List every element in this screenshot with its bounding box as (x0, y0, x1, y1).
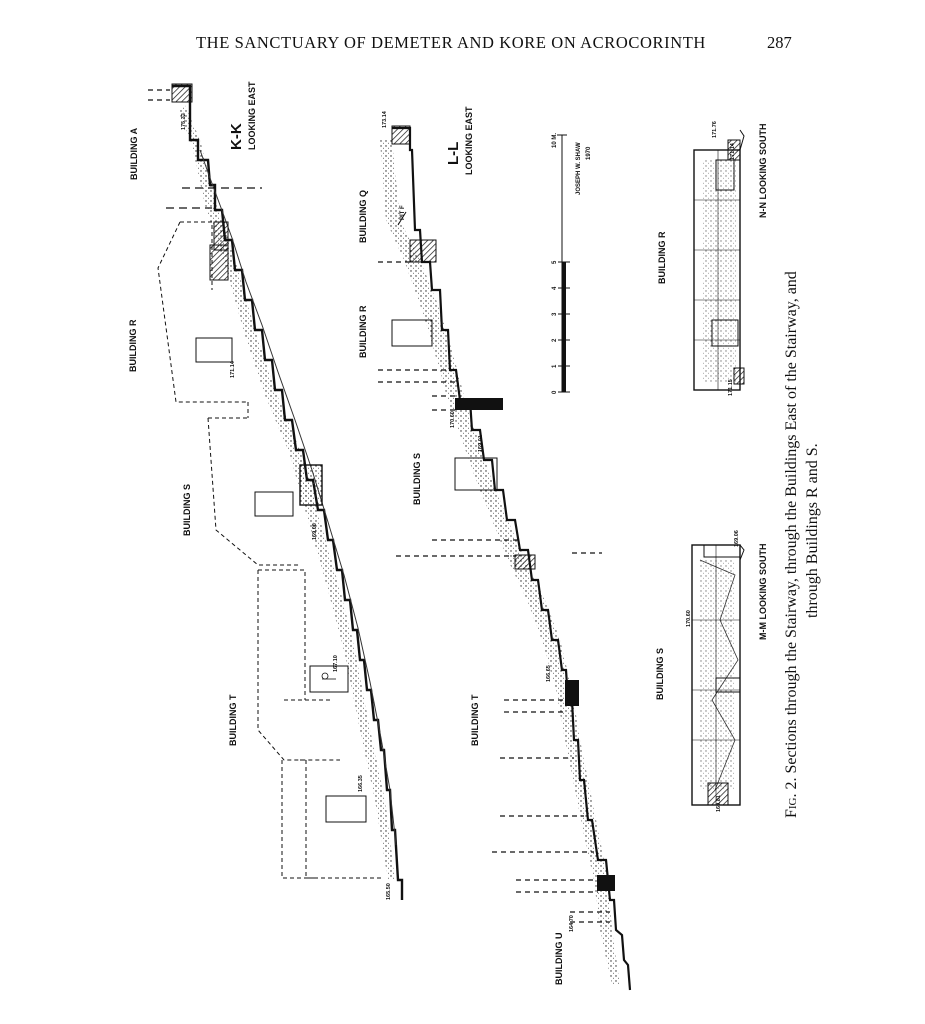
scale-tick-label: 2 (552, 338, 558, 342)
ll-building-s-label: BUILDING S (412, 453, 422, 505)
kk-mark-text: K-K (228, 123, 245, 150)
pit-f-label: PIT F (400, 205, 406, 220)
elev-kk-166: 166.35 (358, 775, 364, 792)
ll-building-t-label: BUILDING T (470, 694, 480, 746)
running-title: THE SANCTUARY OF DEMETER AND KORE ON ACR… (196, 33, 706, 52)
scale-end-label: 10 M. (552, 133, 558, 148)
mm-section-label: M-M LOOKING SOUTH (758, 544, 768, 641)
kk-building-a-label: BUILDING A (129, 127, 139, 180)
scale-tick-label: 5 (552, 260, 558, 264)
kk-mark: K-K LOOKING EAST (228, 81, 257, 150)
elev-nn-top: 171.76 (712, 121, 718, 138)
elev-ll-top: 173.14 (382, 110, 388, 128)
running-head: THE SANCTUARY OF DEMETER AND KORE ON ACR… (0, 33, 925, 57)
kk-direction-text: LOOKING EAST (247, 81, 257, 150)
ll-direction-text: LOOKING EAST (464, 106, 474, 175)
elev-kk-top: 175.32 (181, 113, 187, 130)
elev-ll-169: 169.01 (478, 435, 484, 452)
kk-building-t-label: BUILDING T (228, 694, 238, 746)
elev-kk-171: 171.14 (230, 360, 236, 378)
section-ll (378, 125, 632, 991)
mm-building-s-label: BUILDING S (655, 648, 665, 700)
scale-bar-solid (562, 262, 566, 392)
elev-kk-167: 167.10 (333, 655, 339, 672)
page-number: 287 (767, 33, 792, 52)
elev-mm-bottom: 169.81 (716, 795, 722, 812)
elev-mm-top: 169.06 (734, 530, 740, 547)
elev-kk-bottom: 165.50 (386, 883, 392, 900)
ll-mark: L-L LOOKING EAST (445, 106, 474, 175)
nn-section-label: N-N LOOKING SOUTH (758, 124, 768, 219)
ll-building-u-label: BUILDING U (554, 933, 564, 986)
scale-author-label: JOSEPH W. SHAW (576, 142, 582, 195)
nn-building-r-label: BUILDING R (657, 231, 667, 284)
section-kk (148, 83, 404, 900)
section-mm (691, 544, 745, 806)
elev-ll-bottom: 164.70 (569, 915, 575, 932)
scale-year-label: 1970 (586, 146, 592, 160)
ll-building-q-label: BUILDING Q (358, 190, 368, 243)
section-nn (693, 129, 745, 391)
elev-nn-mid: 171.14 (730, 142, 736, 160)
scale-tick-label: 0 (552, 390, 558, 394)
scale-tick-label: 4 (552, 286, 558, 290)
scale-bar: 0 1 2 3 4 5 (552, 134, 570, 394)
kk-building-r-label: BUILDING R (128, 319, 138, 372)
scale-tick-label: 3 (552, 312, 558, 316)
ll-building-r-label: BUILDING R (358, 305, 368, 358)
elev-ll-166: 166.65 (546, 665, 552, 682)
elev-ll-170: 170.60 (450, 411, 456, 428)
elev-nn-bottom: 171.15 (728, 379, 734, 396)
elev-kk-169: 169.06 (312, 523, 318, 540)
kk-building-s-label: BUILDING S (182, 484, 192, 536)
scale-tick-label: 1 (552, 364, 558, 368)
elev-mm-mid: 170.60 (686, 610, 692, 627)
ll-mark-text: L-L (445, 142, 462, 165)
